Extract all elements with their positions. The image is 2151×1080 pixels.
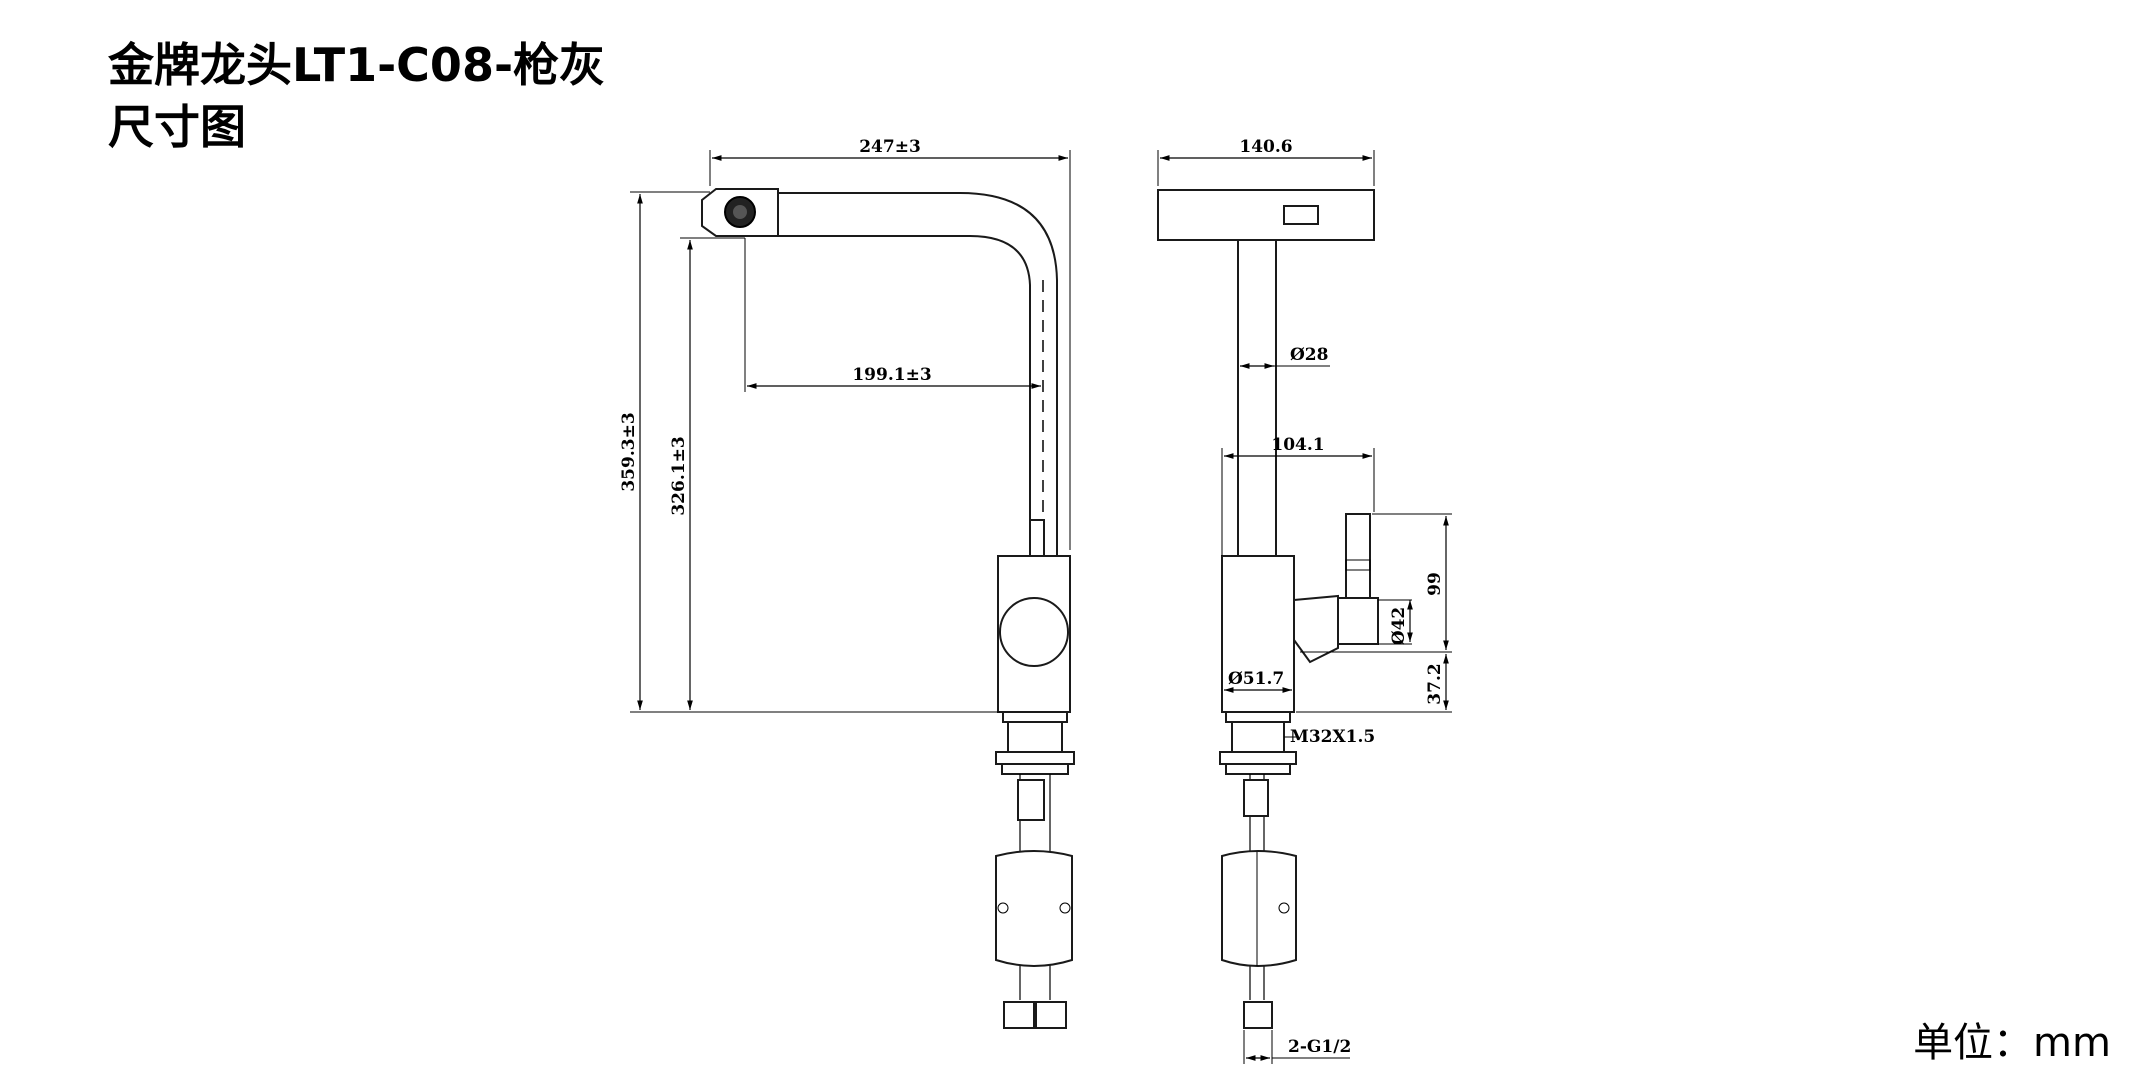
side-pull-weight-clip [1243,779,1269,817]
dim-side-thread-label: M32X1.5 [1290,727,1375,747]
side-sensor-window [1283,205,1319,225]
dim-side-handle-diameter-label: Ø42 [1389,607,1409,645]
front-base-ring [1002,711,1068,723]
front-counterweight-hole-right [1059,902,1071,914]
front-hose-fitting-left [1003,1001,1035,1029]
side-handle-band [1345,559,1371,571]
dim-side-base-height-label: 37.2 [1425,663,1445,704]
drawing-title: 金牌龙头LT1-C08-枪灰 [108,38,606,92]
front-base-thread [1007,721,1063,753]
side-dimensions: 140.6 Ø28 104.1 99 Ø42 37.2 Ø51.7 M32X1.… [1157,137,1452,1064]
front-counterweight [995,850,1073,967]
dim-front-spout-reach-label: 199.1±3 [852,365,931,385]
side-hose-fitting [1243,1001,1273,1029]
dim-front-width-label: 247±3 [859,137,921,157]
side-handle-hub [1337,597,1379,645]
side-handle-lever [1345,513,1371,599]
side-nut [1219,751,1297,765]
side-body [1221,555,1295,713]
dim-side-body-diameter-label: Ø51.7 [1228,669,1284,689]
dim-side-head-width-label: 140.6 [1239,137,1292,157]
dim-side-handle-offset-label: 104.1 [1271,435,1324,455]
side-view [1157,189,1379,1029]
front-pull-weight-clip [1017,779,1045,821]
front-counterweight-hole-left [997,902,1009,914]
side-base-thread [1231,721,1285,753]
front-hose-fitting-right [1035,1001,1067,1029]
side-base-ring [1225,711,1291,723]
dim-front-spout-height-label: 326.1±3 [669,436,689,515]
side-handle-neck [1293,594,1339,664]
dim-side-handle-height-label: 99 [1425,572,1445,596]
front-spout-arm [777,192,1058,561]
dim-front-total-height-label: 359.3±3 [619,412,639,491]
side-washer [1225,763,1291,775]
front-handle-hub [999,597,1069,667]
front-nut [995,751,1075,765]
front-dimensions: 247±3 359.3±3 326.1±3 199.1±3 [619,137,1071,713]
drawing-subtitle: 尺寸图 [108,100,246,154]
side-counterweight-hole [1278,902,1290,914]
side-counterweight [1221,850,1297,967]
front-aerator-inner [733,205,747,219]
dim-side-hose-thread-label: 2-G1/2 [1288,1037,1351,1057]
front-view [701,188,1075,1029]
front-washer [1001,763,1069,775]
side-spout-head [1157,189,1375,241]
unit-label: 单位：mm [1913,1020,2111,1066]
side-tube [1237,239,1277,557]
dim-side-tube-diameter-label: Ø28 [1290,345,1328,365]
